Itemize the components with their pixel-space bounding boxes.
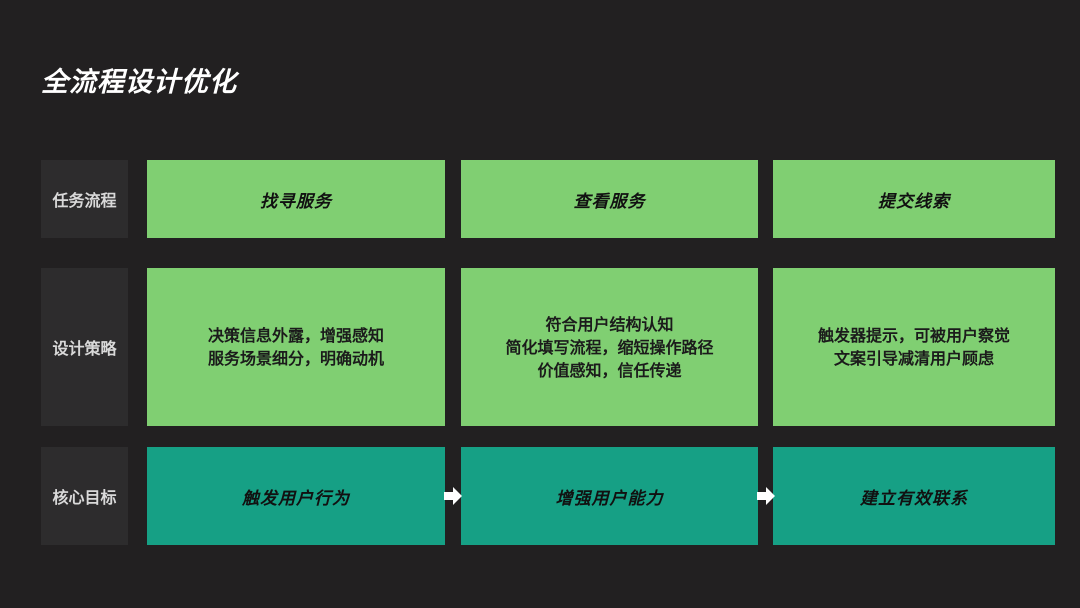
strategy-cell-2: 符合用户结构认知 简化填写流程，缩短操作路径 价值感知，信任传递 xyxy=(461,268,758,426)
row-label-text: 设计策略 xyxy=(52,339,117,358)
strategy-line: 简化填写流程，缩短操作路径 xyxy=(505,337,714,357)
strategy-line: 触发器提示，可被用户察觉 xyxy=(817,326,1010,345)
task-cell-submit-lead: 提交线索 xyxy=(773,160,1055,238)
strategy-line: 符合用户结构认知 xyxy=(545,314,674,334)
cell-heading: 查看服务 xyxy=(573,191,646,212)
strategy-line: 决策信息外露，增强感知 xyxy=(207,326,384,345)
goal-cell-build-connection: 建立有效联系 xyxy=(773,447,1055,545)
row-label-design-strategy: 设计策略 xyxy=(41,268,128,426)
row-label-core-goal: 核心目标 xyxy=(41,447,128,545)
row-label-text: 核心目标 xyxy=(52,488,117,507)
cell-heading: 增强用户能力 xyxy=(555,488,664,509)
cell-heading: 找寻服务 xyxy=(260,191,332,212)
strategy-line: 价值感知，信任传递 xyxy=(537,360,682,380)
row-label-text: 任务流程 xyxy=(52,191,117,210)
strategy-line: 文案引导减清用户顾虑 xyxy=(833,349,994,368)
strategy-text: 符合用户结构认知 简化填写流程，缩短操作路径 价值感知，信任传递 xyxy=(505,313,713,382)
cell-heading: 建立有效联系 xyxy=(860,488,968,509)
strategy-text: 触发器提示，可被用户察觉 文案引导减清用户顾虑 xyxy=(818,324,1010,370)
strategy-cell-3: 触发器提示，可被用户察觉 文案引导减清用户顾虑 xyxy=(773,268,1055,426)
goal-cell-enhance-ability: 增强用户能力 xyxy=(461,447,758,545)
arrow-right-icon xyxy=(444,487,462,505)
strategy-text: 决策信息外露，增强感知 服务场景细分，明确动机 xyxy=(208,324,384,370)
arrow-right-icon xyxy=(757,487,775,505)
cell-heading: 触发用户行为 xyxy=(242,488,350,509)
goal-cell-trigger-behavior: 触发用户行为 xyxy=(147,447,445,545)
strategy-line: 服务场景细分，明确动机 xyxy=(207,349,384,368)
strategy-cell-1: 决策信息外露，增强感知 服务场景细分，明确动机 xyxy=(147,268,445,426)
row-label-task-flow: 任务流程 xyxy=(41,160,128,238)
cell-heading: 提交线索 xyxy=(878,191,950,212)
task-cell-view-service: 查看服务 xyxy=(461,160,758,238)
page-title: 全流程设计优化 xyxy=(41,67,237,98)
task-cell-find-service: 找寻服务 xyxy=(147,160,445,238)
